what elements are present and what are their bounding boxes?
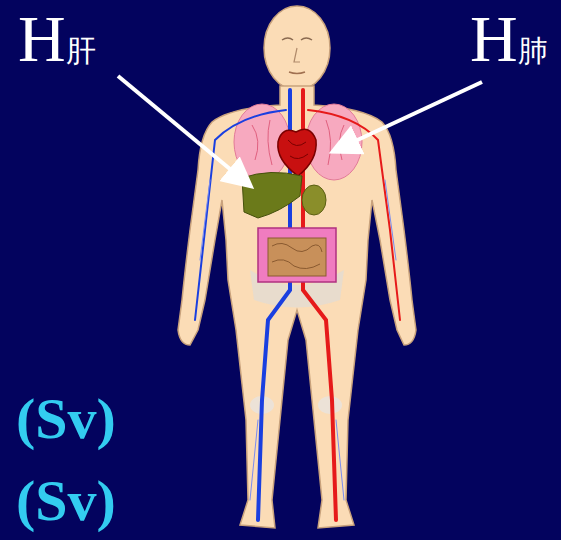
head [264, 6, 330, 90]
unit-label: (Sv) [16, 390, 116, 448]
heart [278, 129, 316, 176]
dose-symbol: H肺 [470, 6, 548, 72]
body-outline [178, 86, 416, 528]
intestines [258, 228, 336, 282]
leader-line [336, 82, 482, 150]
unit-label: (Sv) [16, 472, 116, 530]
dose-symbol: H肝 [18, 6, 96, 72]
leader-line [118, 76, 248, 184]
liver [242, 172, 302, 218]
